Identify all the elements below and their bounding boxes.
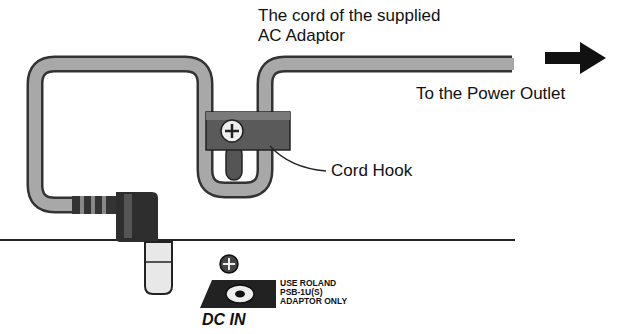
jack-label: DC IN [202, 311, 282, 329]
jack-plate [200, 280, 276, 308]
plug-barrel [145, 242, 172, 294]
plug-barrel-line [145, 261, 172, 263]
cord-hook-top [206, 112, 290, 120]
hook-screw-cross [225, 124, 239, 138]
outlet-label: To the Power Outlet [416, 84, 616, 104]
part-name: Cord Hook [331, 161, 451, 181]
jack-pin [235, 291, 245, 298]
plug-body [116, 192, 158, 242]
strain-relief [72, 196, 118, 214]
plug-shade [124, 194, 132, 238]
leader-line [270, 146, 326, 171]
direction-arrow [545, 42, 606, 74]
hook-post [226, 146, 242, 180]
cord-label: The cord of the supplied AC Adaptor [258, 6, 458, 47]
cord-hook [206, 112, 290, 150]
jack-hole [226, 285, 254, 303]
hook-screw [221, 120, 243, 142]
panel-edge [0, 239, 515, 241]
warning-text: USE ROLAND PSB-1U(S) ADAPTOR ONLY [280, 279, 354, 306]
panel-screw [220, 255, 238, 273]
panel-screw-cross [223, 258, 235, 270]
